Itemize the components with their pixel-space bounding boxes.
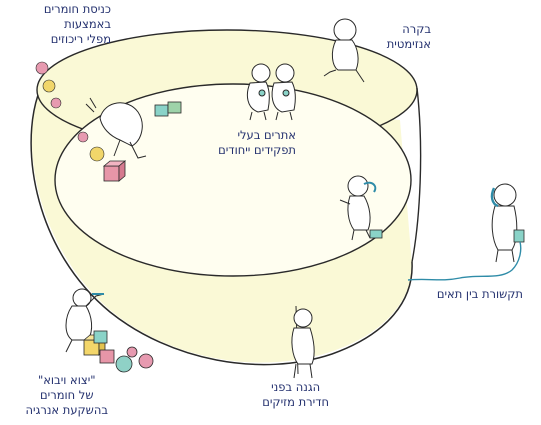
membrane-front-edge: [30, 94, 413, 366]
figure-enzymatic-control: [323, 18, 365, 83]
label-protection: הגנה בפני חדירת מזיקים: [262, 380, 329, 410]
figure-phone-communication: [490, 183, 525, 263]
figure-pair-specialized: [246, 63, 296, 121]
label-line: באמצעות: [64, 17, 111, 31]
label-line: הגנה בפני: [271, 380, 321, 394]
label-line: "יצוא ויבוא": [37, 373, 96, 387]
label-line: אנזימטית: [386, 37, 431, 51]
label-line: אתרים בעלי: [237, 128, 296, 142]
figure-protection-guard: [291, 305, 315, 379]
label-line: בקרה: [402, 22, 431, 36]
membrane-inner-rim: [54, 83, 412, 277]
phone-cord-line: [407, 241, 522, 281]
label-line: כניסת חומרים: [43, 2, 111, 16]
entering-box: [102, 160, 127, 182]
label-specialized-sites: אתרים בעלי תפקידים ייחודים: [218, 128, 296, 158]
membrane-side-edge: [411, 87, 422, 263]
label-enzymatic-control: בקרה אנזימטית: [387, 22, 431, 52]
figure-inner-guard: [339, 175, 383, 241]
label-gradient-entry: כניסת חומרים באמצעות מפלי ריכוזים: [44, 2, 111, 47]
rim-box: [154, 101, 182, 117]
export-materials: [82, 330, 154, 373]
label-export-import: "יצוא ויבוא" של חומרים בהשקעת אנרגיה: [26, 373, 109, 418]
label-line: בהשקעת אנרגיה: [25, 403, 109, 417]
entering-particles: [35, 61, 105, 162]
label-cell-communication: תקשורת בין תאים: [437, 287, 523, 302]
label-line: של חומרים: [40, 388, 94, 402]
label-line: חדירת מזיקים: [262, 395, 329, 409]
label-line: תקשורת בין תאים: [436, 287, 523, 301]
label-line: מפלי ריכוזים: [50, 32, 111, 46]
label-line: תפקידים ייחודים: [218, 143, 296, 157]
figure-gradient-entry: [85, 97, 147, 159]
